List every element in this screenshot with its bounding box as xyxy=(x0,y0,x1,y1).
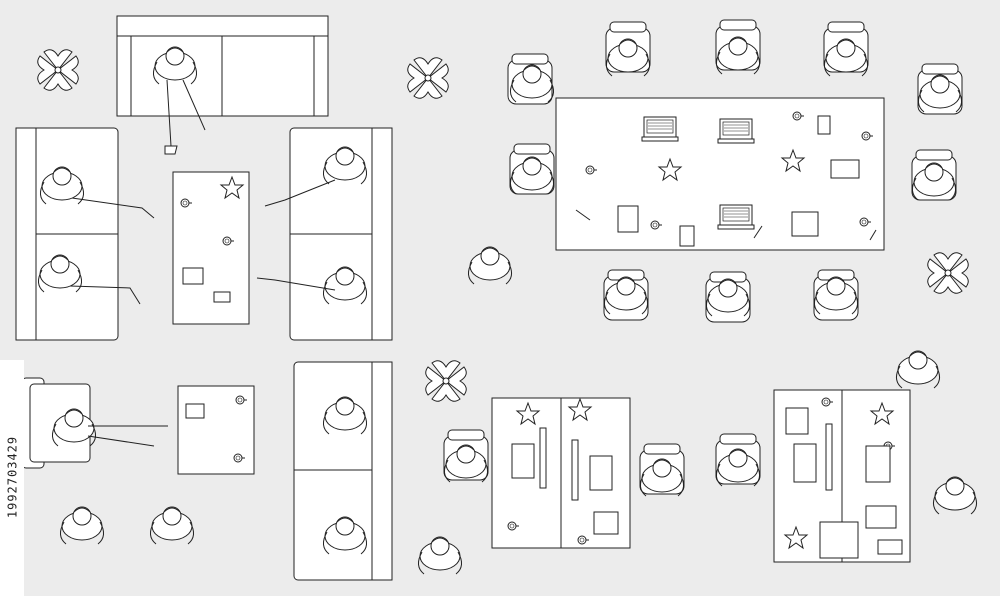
person-on-top-sofa xyxy=(152,46,206,155)
plant-top-left xyxy=(37,49,79,91)
stock-id-text: 1992703429 xyxy=(5,435,20,519)
sofa-right-lower xyxy=(293,361,393,581)
person-standing-2 xyxy=(149,506,195,545)
person-armchair xyxy=(51,408,168,447)
person-left-sofa-2 xyxy=(37,254,141,305)
plant-bottom-center xyxy=(425,360,467,402)
person-standing-1 xyxy=(59,506,105,545)
stock-id-strip xyxy=(0,360,24,596)
person-right-sofa-2 xyxy=(256,266,368,305)
desk-pair-right xyxy=(773,389,911,563)
desk-pair-left xyxy=(491,397,631,549)
plant-right xyxy=(927,252,969,294)
sofa-left xyxy=(15,127,119,341)
person-standing-3 xyxy=(895,350,941,389)
desk-worker-4 xyxy=(932,476,978,515)
coffee-table-upper xyxy=(172,171,250,325)
coffee-table-lower xyxy=(177,385,255,475)
person-left-sofa-1 xyxy=(39,166,155,219)
plant-top-center xyxy=(407,57,449,99)
person-right-sofa-1 xyxy=(264,146,368,207)
conference-table xyxy=(555,97,885,251)
sofa-top xyxy=(116,15,329,117)
desk-visitor xyxy=(417,536,463,575)
